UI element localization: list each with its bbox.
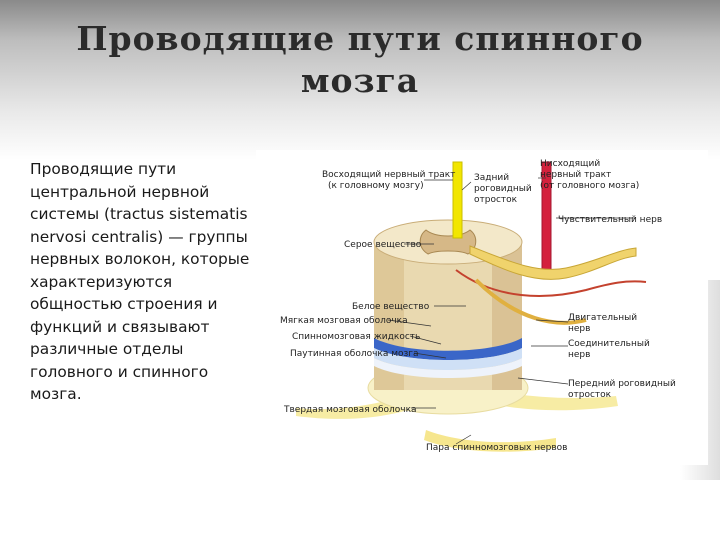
label-connecting-2: нерв xyxy=(568,350,590,360)
label-dura: Твердая мозговая оболочка xyxy=(283,405,417,415)
csf-band xyxy=(374,348,522,370)
label-arachnoid: Паутинная оболочка мозга xyxy=(290,349,419,359)
slide-title: Проводящие пути спинного мозга xyxy=(60,18,660,102)
spinal-cord-illustration: Восходящий нервный тракт (к головному мо… xyxy=(280,159,676,453)
nerve-bundle-lower xyxy=(424,430,556,452)
arachnoid-band xyxy=(374,358,522,378)
label-descending-1: Нисходящий xyxy=(540,159,600,169)
title-line-1: Проводящие пути спинного xyxy=(76,19,644,58)
label-descending-2: нервный тракт xyxy=(540,170,611,180)
ascending-tract xyxy=(452,161,463,239)
label-descending-3: (от головного мозга) xyxy=(540,181,639,191)
label-motor-2: нерв xyxy=(568,324,590,334)
label-posterior-3: отросток xyxy=(474,195,518,205)
label-ascending-2: (к головному мозгу) xyxy=(328,181,424,191)
label-motor-1: Двигательный xyxy=(568,313,637,323)
label-anterior-2: отросток xyxy=(568,390,612,400)
label-spinal-pair: Пара спинномозговых нервов xyxy=(426,443,568,453)
connecting-nerve xyxy=(474,278,587,325)
label-gray: Серое вещество xyxy=(344,240,422,250)
sensory-nerve xyxy=(469,245,637,280)
label-connecting-1: Соединительный xyxy=(568,339,650,349)
pia-band xyxy=(374,338,522,360)
label-pia: Мягкая мозговая оболочка xyxy=(280,316,408,326)
label-sensory: Чувствительный нерв xyxy=(558,215,662,225)
motor-nerve-line xyxy=(455,269,647,297)
label-csf: Спинномозговая жидкость xyxy=(292,332,420,342)
label-white: Белое вещество xyxy=(352,302,430,312)
label-anterior-1: Передний роговидный xyxy=(568,379,676,389)
label-posterior-2: роговидный xyxy=(474,184,532,194)
label-posterior-1: Задний xyxy=(474,173,509,183)
label-ascending-1: Восходящий нервный тракт xyxy=(322,170,455,180)
leader-lines xyxy=(387,177,636,445)
body-paragraph: Проводящие пути центральной нервной сист… xyxy=(30,160,250,403)
title-line-2: мозга xyxy=(300,61,420,100)
nerve-bundle-left xyxy=(296,395,408,419)
spinal-cord-diagram: Восходящий нервный тракт (к головному мо… xyxy=(256,150,708,465)
